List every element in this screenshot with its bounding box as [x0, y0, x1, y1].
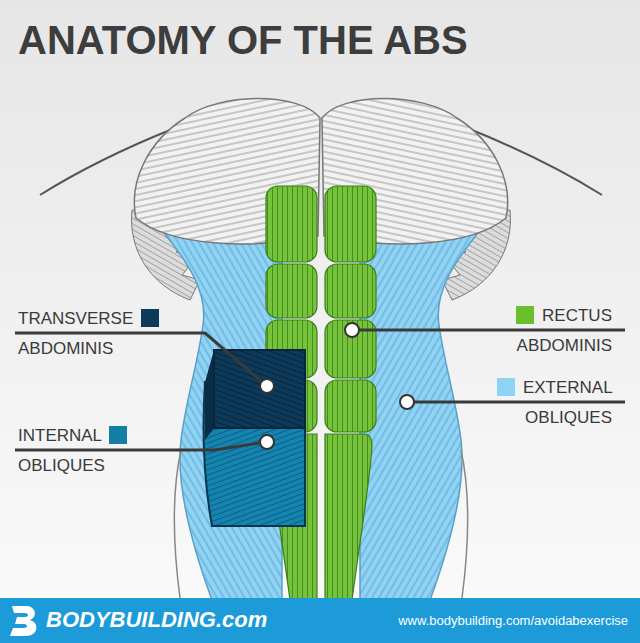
body-outline [461, 450, 468, 598]
color-swatch [141, 309, 159, 327]
external-oblique [360, 198, 482, 600]
color-swatch [516, 306, 534, 324]
transverse-abdominis [214, 350, 305, 428]
legend-item: EXTERNAL OBLIQUES [523, 373, 612, 433]
brand-name: BODYBUILDING.com [46, 609, 267, 631]
legend-item: INTERNAL OBLIQUES [18, 421, 105, 481]
color-swatch [497, 378, 515, 396]
cutaway-edge [205, 350, 214, 440]
footer-url: www.bodybuilding.com/avoidabexercise [398, 614, 628, 627]
footer-bar [0, 598, 640, 643]
legend-label: EXTERNAL OBLIQUES [523, 378, 613, 427]
title: ANATOMY OF THE ABS [18, 20, 468, 60]
logo-icon [10, 606, 36, 636]
body-outline [174, 450, 181, 598]
legend-label: TRANSVERSE ABDOMINIS [18, 309, 133, 358]
legend-label: INTERNAL OBLIQUES [18, 426, 105, 475]
callout-dot [260, 323, 414, 449]
color-swatch [109, 426, 127, 444]
legend-item: TRANSVERSE ABDOMINIS [18, 304, 133, 364]
